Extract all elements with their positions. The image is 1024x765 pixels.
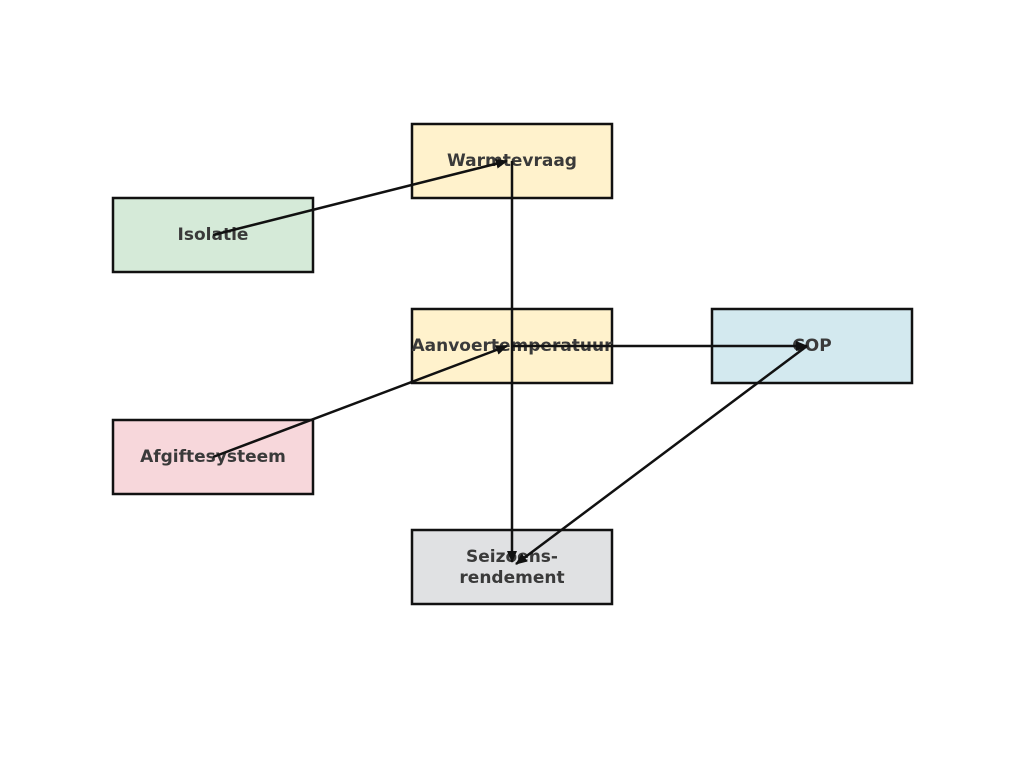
node-label-seizoensrendement-line2: rendement [459,568,564,588]
edge-afgiftesysteem-aanvoertemperatuur [212,344,508,459]
edge-isolatie-warmtevraag [212,158,508,237]
edge-cop-seizoensrendement [515,344,808,566]
